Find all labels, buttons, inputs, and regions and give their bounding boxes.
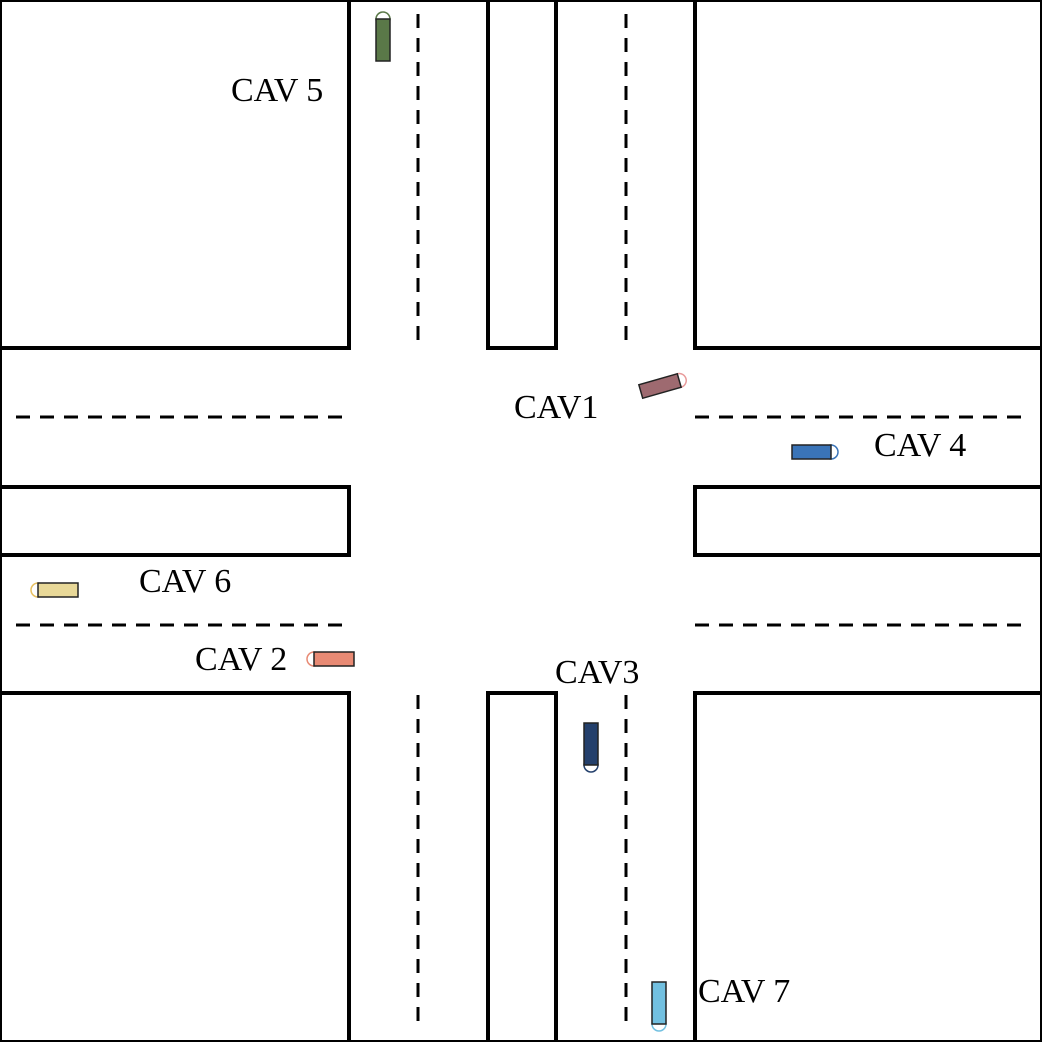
cav6-label: CAV 6 <box>139 563 231 600</box>
cav7-label: CAV 7 <box>698 973 790 1010</box>
curb-southeast <box>693 691 1040 1040</box>
car-body <box>791 444 832 460</box>
car-body <box>637 372 683 400</box>
car-body <box>375 18 391 62</box>
lane-markings <box>16 14 1030 1030</box>
curb-northwest <box>2 2 351 350</box>
cav7-vehicle <box>651 981 667 1032</box>
cav1-label: CAV1 <box>514 389 598 426</box>
cav4-label: CAV 4 <box>874 427 966 464</box>
north-median <box>486 2 558 350</box>
curb-northeast <box>693 2 1040 350</box>
cav2-vehicle <box>306 651 355 667</box>
car-body <box>583 722 599 766</box>
cav1-vehicle <box>637 372 687 400</box>
cav3-label: CAV3 <box>555 654 639 691</box>
curb-southwest <box>2 691 351 1040</box>
car-body <box>651 981 667 1025</box>
cav3-vehicle <box>583 722 599 773</box>
car-body <box>37 582 79 598</box>
cav5-label: CAV 5 <box>231 72 323 109</box>
cav6-vehicle <box>30 582 79 598</box>
west-median <box>2 485 351 557</box>
car-body <box>313 651 355 667</box>
east-median <box>693 485 1040 557</box>
cav4-vehicle <box>791 444 839 460</box>
cav2-label: CAV 2 <box>195 641 287 678</box>
south-median <box>486 691 558 1040</box>
cav5-vehicle <box>375 11 391 62</box>
